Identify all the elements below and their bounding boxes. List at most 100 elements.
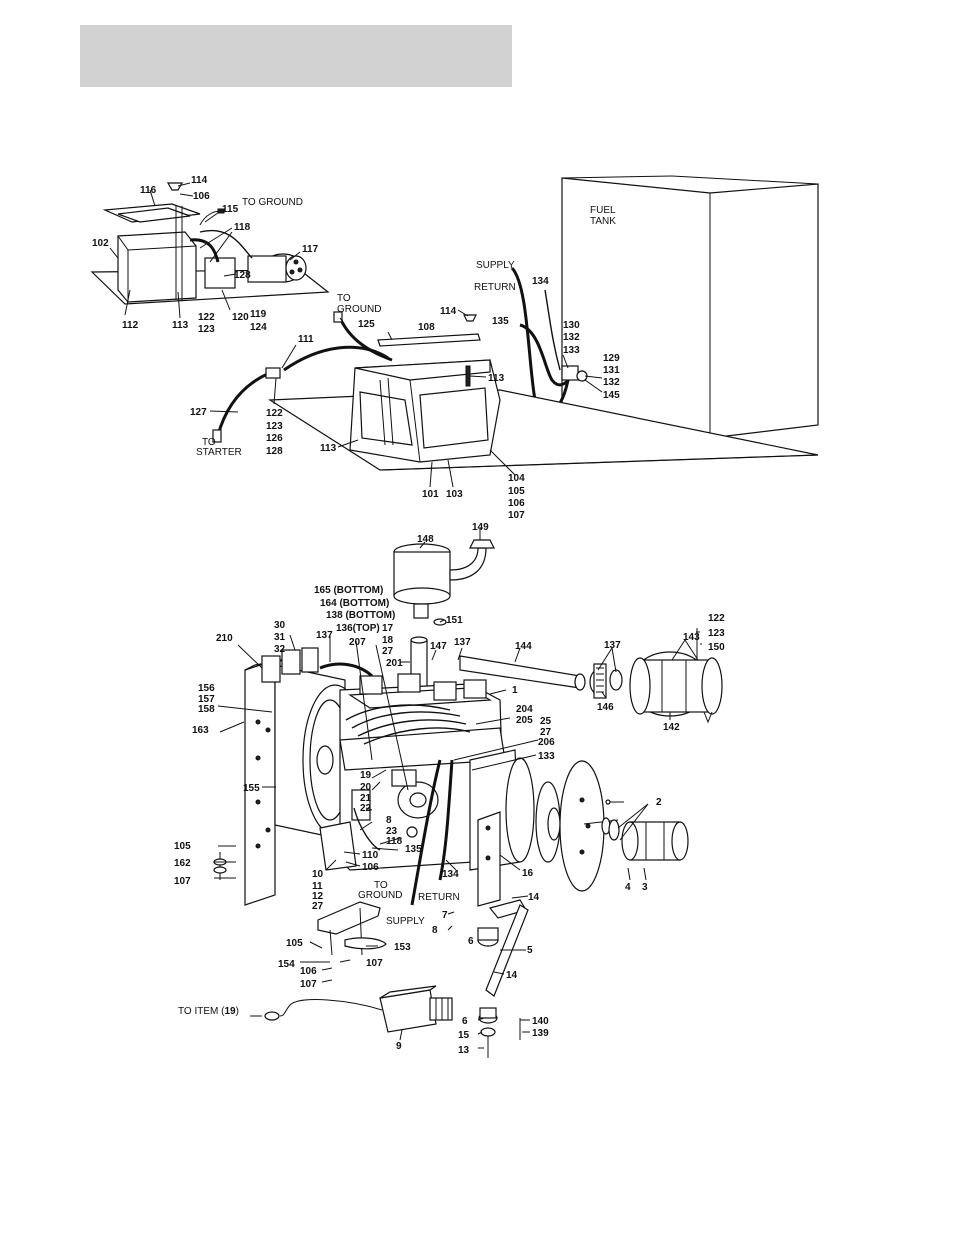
callout-128a: 128: [234, 270, 251, 281]
callout-116: 116: [140, 185, 157, 196]
callout-106c: 106: [362, 862, 379, 873]
callout-123b: 123: [266, 421, 283, 432]
callout-126: 126: [266, 433, 283, 444]
callout-6a: 6: [468, 936, 474, 947]
callout-117: 117: [302, 244, 319, 255]
callout-163: 163: [192, 725, 209, 736]
callout-120: 120: [232, 312, 249, 323]
callout-118b: 118: [386, 836, 403, 847]
note-to-ground-3a: TO: [374, 880, 388, 891]
note-to-ground-2a: TO: [337, 293, 351, 304]
note-return-1: RETURN: [474, 282, 516, 293]
note-to-ground-2b: GROUND: [337, 304, 381, 315]
callout-9: 9: [396, 1041, 402, 1052]
callout-20: 20: [360, 782, 372, 793]
callout-1: 1: [512, 685, 518, 696]
callout-111: 111: [298, 334, 314, 345]
callout-102: 102: [92, 238, 109, 249]
callout-27a: 27: [382, 646, 394, 657]
callout-125: 125: [358, 319, 375, 330]
battery-tray-small: [90, 182, 330, 305]
large-battery-box: [268, 314, 819, 471]
callout-104: 104: [508, 473, 525, 484]
callout-207: 207: [349, 637, 366, 648]
callout-139: 139: [532, 1028, 549, 1039]
callout-206: 206: [538, 737, 555, 748]
callout-156: 156: [198, 683, 215, 694]
callout-164: 164 (BOTTOM): [320, 598, 389, 609]
callout-106a: 106: [193, 191, 210, 202]
callout-27c: 27: [312, 901, 324, 912]
callout-132a: 132: [563, 332, 580, 343]
engine: [319, 673, 506, 906]
callout-32: 32: [274, 644, 286, 655]
note-return-2: RETURN: [418, 892, 460, 903]
callout-16: 16: [522, 868, 534, 879]
callout-148: 148: [417, 534, 434, 545]
callout-145: 145: [603, 390, 620, 401]
note-to-ground-1: TO GROUND: [242, 197, 303, 208]
callout-6b: 6: [462, 1016, 468, 1027]
flywheel-housing: [469, 749, 689, 907]
callout-30: 30: [274, 620, 286, 631]
callout-132b: 132: [603, 377, 620, 388]
callout-31: 31: [274, 632, 286, 643]
callout-113b: 113: [488, 373, 505, 384]
callout-5: 5: [527, 945, 533, 956]
callout-123a: 123: [198, 324, 215, 335]
note-supply-2: SUPPLY: [386, 916, 425, 927]
callout-133a: 133: [563, 345, 580, 356]
callout-107c: 107: [366, 958, 383, 969]
callout-133b: 133: [538, 751, 555, 762]
callout-19: 19: [360, 770, 372, 781]
callout-127: 127: [190, 407, 207, 418]
callout-143: 143: [683, 632, 700, 643]
callout-18: 18: [382, 635, 394, 646]
callout-134b: 134: [442, 869, 459, 880]
note-supply-1: SUPPLY: [476, 260, 515, 271]
callout-106b: 106: [508, 498, 525, 509]
callout-103: 103: [446, 489, 463, 500]
callout-137b: 137: [454, 637, 471, 648]
text-notes: TO GROUND TO GROUND TO STARTER FUEL TANK…: [178, 197, 616, 1017]
solenoid-module: [250, 985, 453, 1033]
callout-107d: 107: [300, 979, 317, 990]
callout-13: 13: [458, 1045, 470, 1056]
callout-205: 205: [516, 715, 533, 726]
callout-210: 210: [216, 633, 233, 644]
callout-135a: 135: [492, 316, 509, 327]
callout-110: 110: [362, 850, 379, 861]
callout-105c: 105: [286, 938, 303, 949]
callout-153: 153: [394, 942, 411, 953]
note-to-starter-b: STARTER: [196, 447, 242, 458]
callout-150: 150: [708, 642, 725, 653]
callout-101: 101: [422, 489, 439, 500]
callout-137c: 137: [604, 640, 621, 651]
callout-2: 2: [656, 797, 662, 808]
callout-135b: 135: [405, 844, 422, 855]
header-box: [80, 25, 512, 87]
callout-201: 201: [386, 658, 403, 669]
note-fuel-tank-a: FUEL: [590, 205, 616, 216]
callout-22: 22: [360, 803, 372, 814]
callout-114b: 114: [440, 306, 457, 317]
callout-137a: 137: [316, 630, 333, 641]
note-to-item-a: TO ITEM (: [178, 1006, 225, 1017]
callout-17: 17: [382, 623, 394, 634]
callout-114a: 114: [191, 175, 208, 186]
callout-119: 119: [250, 309, 267, 320]
callout-157: 157: [198, 694, 215, 705]
note-to-item: TO ITEM (19): [178, 1006, 239, 1017]
callout-204: 204: [516, 704, 533, 715]
callout-14b: 14: [506, 970, 518, 981]
note-to-ground-3b: GROUND: [358, 890, 402, 901]
callout-118: 118: [234, 222, 251, 233]
callout-10: 10: [312, 869, 324, 880]
callout-107b: 107: [174, 876, 191, 887]
callout-123c: 123: [708, 628, 725, 639]
callout-8b: 8: [432, 925, 438, 936]
callout-140: 140: [532, 1016, 549, 1027]
callout-165: 165 (BOTTOM): [314, 585, 383, 596]
callout-3: 3: [642, 882, 648, 893]
